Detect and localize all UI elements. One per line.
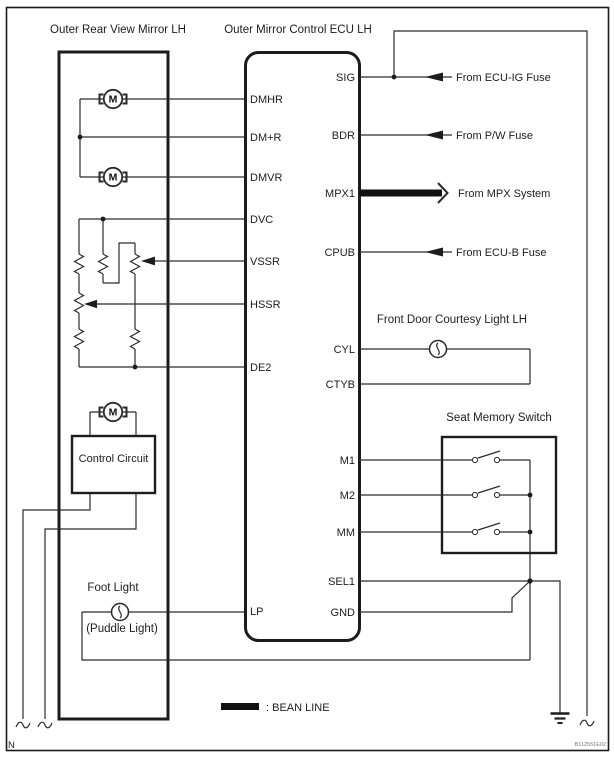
- junction-dot: [527, 529, 533, 535]
- pin-label-bdr: BDR: [332, 130, 355, 142]
- wire: [22, 493, 91, 719]
- seat-memory-switch-title: Seat Memory Switch: [446, 412, 551, 424]
- hssr-wiper-arrow-icon: [84, 299, 97, 309]
- resistor-icon: [129, 328, 141, 350]
- junction-dot: [77, 134, 83, 140]
- switch-contact-icon: [471, 491, 479, 499]
- control-circuit-label: Control Circuit: [79, 453, 149, 465]
- mirror-box-title: Outer Rear View Mirror LH: [50, 24, 186, 36]
- wire-sel1: [360, 580, 561, 713]
- pin-label-sig: SIG: [336, 72, 355, 84]
- switch-blade-icon: [477, 485, 501, 494]
- switch-blade-icon: [477, 450, 501, 459]
- continuation-tilde-icon: [579, 719, 595, 727]
- motor-letter: M: [109, 407, 118, 419]
- resistor-icon: [73, 292, 85, 314]
- mpx-arrow-icon: [437, 182, 449, 204]
- junction-dot: [391, 74, 397, 80]
- wire: [81, 612, 530, 661]
- ground-wiring: [360, 578, 570, 724]
- pin-label-de2: DE2: [250, 362, 271, 374]
- ground-symbol-icon: [550, 712, 570, 724]
- continuation-tilde-icon: [15, 721, 31, 729]
- mirror-position-sensor-network: [73, 134, 245, 370]
- pin-label-gnd: GND: [331, 607, 356, 619]
- pin-label-vssr: VSSR: [250, 256, 280, 268]
- pin-label-lp: LP: [250, 606, 263, 618]
- resistor-icon: [73, 253, 85, 275]
- page-marker-n: N: [8, 740, 15, 751]
- motor-letter: M: [109, 94, 118, 106]
- external-source-labels: From ECU-IG Fuse From P/W Fuse From MPX …: [456, 72, 551, 259]
- pin-label-cyl: CYL: [334, 344, 355, 356]
- ecu-right-pin-labels: SIG BDR MPX1 CPUB CYL CTYB M1 M2 MM SEL1…: [324, 72, 355, 619]
- seat-memory-switch-wiring: [360, 450, 533, 660]
- resistor-icon: [73, 328, 85, 350]
- switch-contact-icon: [471, 528, 479, 536]
- arrow-left-icon: [425, 130, 443, 140]
- legend: : BEAN LINE: [221, 702, 330, 714]
- junction-dot: [100, 216, 106, 222]
- resistor-icon: [129, 253, 141, 275]
- junction-dot: [132, 364, 138, 370]
- pin-label-m2: M2: [340, 490, 355, 502]
- control-circuit-box: [70, 434, 157, 495]
- wire: [44, 493, 137, 719]
- pin-label-hssr: HSSR: [250, 299, 281, 311]
- pin-label-sel1: SEL1: [328, 576, 355, 588]
- pin-label-dm-plus-r: DM+R: [250, 132, 282, 144]
- power-input-wiring: [360, 30, 595, 727]
- ecu-box: [244, 51, 361, 642]
- courtesy-light-title: Front Door Courtesy Light LH: [377, 314, 527, 326]
- pin-label-ctyb: CTYB: [326, 379, 355, 391]
- pin-label-cpub: CPUB: [324, 247, 355, 259]
- foot-light-wiring: [81, 611, 530, 661]
- doc-id: B112551E02: [575, 742, 606, 748]
- switch-blade-icon: [477, 522, 501, 531]
- bean-line-mpx1: [360, 189, 442, 197]
- junction-dot: [527, 492, 533, 498]
- motor-symbols: M M M: [98, 88, 130, 622]
- ecu-left-pin-labels: DMHR DM+R DMVR DVC VSSR HSSR DE2 LP: [250, 94, 283, 618]
- courtesy-lamp-icon: [428, 339, 448, 359]
- switch-contact-icon: [471, 456, 479, 464]
- arrow-left-icon: [425, 72, 443, 82]
- pin-label-dvc: DVC: [250, 214, 273, 226]
- source-ecu-b-fuse: From ECU-B Fuse: [456, 247, 546, 259]
- wire-ig-riser: [393, 30, 588, 716]
- motor-letter: M: [109, 172, 118, 184]
- pin-label-dmhr: DMHR: [250, 94, 283, 106]
- wire-gnd: [360, 580, 531, 613]
- foot-light-title: Foot Light: [87, 582, 139, 594]
- mirror-assembly-box: [57, 50, 170, 721]
- page-border: [5, 6, 610, 752]
- resistor-icon: [97, 253, 109, 275]
- vssr-wiper-arrow-icon: [141, 256, 155, 266]
- junction-dot: [527, 578, 533, 584]
- mirror-motor-wires: [79, 98, 245, 178]
- ecu-box-title: Outer Mirror Control ECU LH: [224, 24, 372, 36]
- source-mpx-system: From MPX System: [458, 188, 550, 200]
- wire: [103, 242, 135, 284]
- puddle-light-title: (Puddle Light): [86, 623, 158, 635]
- pin-label-dmvr: DMVR: [250, 172, 282, 184]
- pin-label-mpx1: MPX1: [325, 188, 355, 200]
- courtesy-light-wiring: [360, 339, 531, 385]
- pin-label-mm: MM: [337, 527, 355, 539]
- foot-lamp-icon: [110, 602, 130, 622]
- continuation-tilde-icon: [37, 721, 53, 729]
- source-ecu-ig-fuse: From ECU-IG Fuse: [456, 72, 551, 84]
- bean-line-sample: [221, 703, 259, 710]
- legend-label: : BEAN LINE: [266, 702, 330, 714]
- switch-contact-icon: [493, 491, 501, 499]
- pin-label-m1: M1: [340, 455, 355, 467]
- switch-contact-icon: [493, 456, 501, 464]
- switch-contact-icon: [493, 528, 501, 536]
- arrow-left-icon: [425, 247, 443, 257]
- source-pw-fuse: From P/W Fuse: [456, 130, 533, 142]
